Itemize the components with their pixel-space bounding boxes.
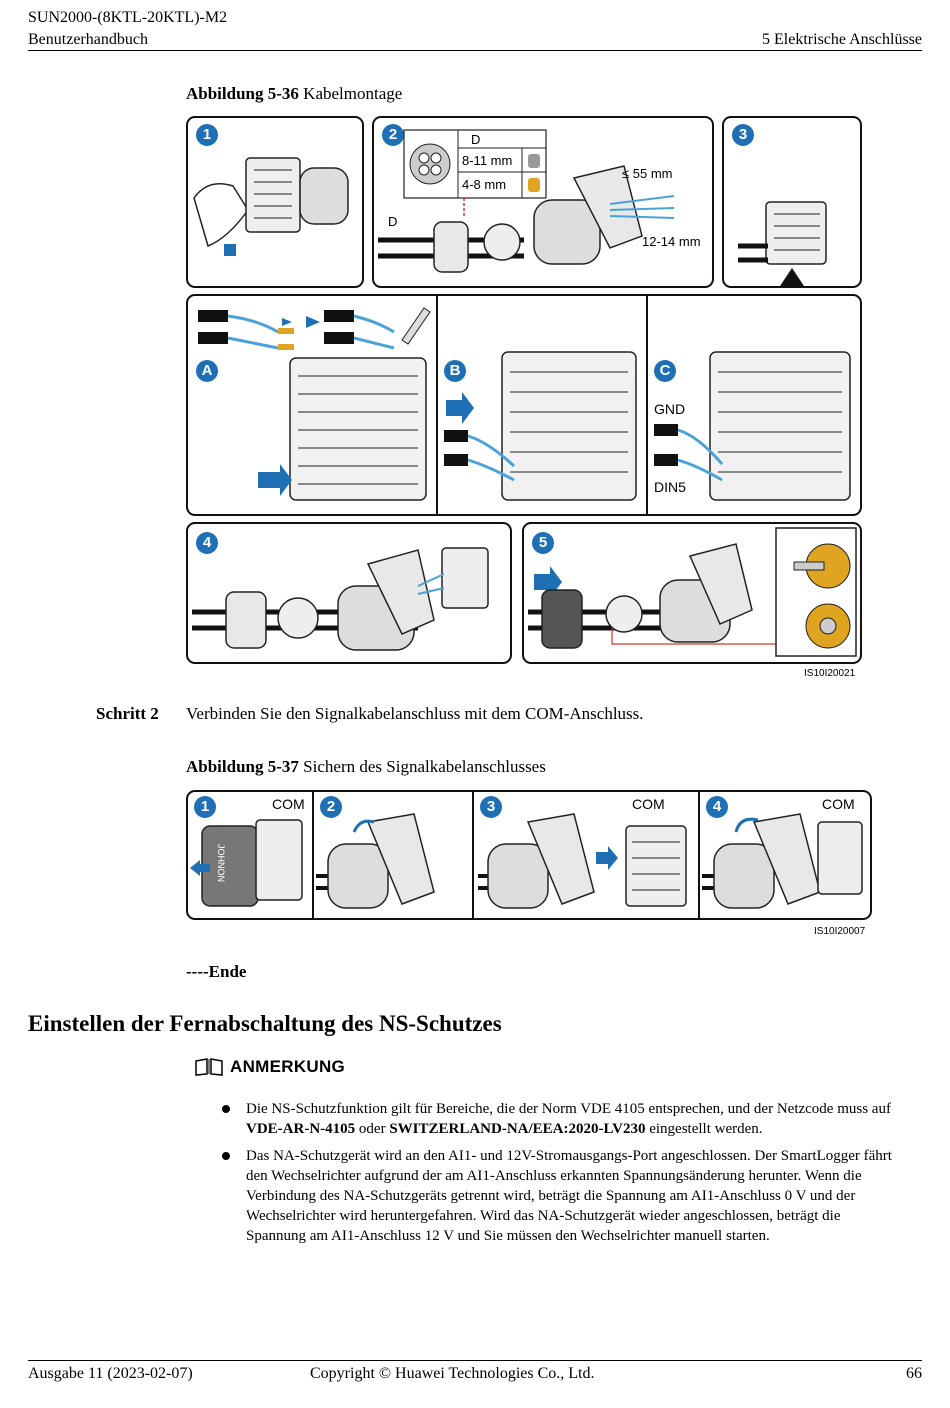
cable-prep-illustration: D 8-11 mm 4-8 mm D ≤ 55 mm 12-14 mm [378,129,701,273]
connector-release-illustration [193,157,349,256]
note-text: eingestellt werden. [645,1121,763,1137]
bullet-dot [222,1105,230,1113]
brand-text: JOHNON [216,844,226,882]
label-d-small: D [388,214,397,229]
panel-divider [472,792,474,918]
note-text: Das NA-Schutzgerät wird an den AI1- und … [246,1148,892,1244]
figure2-panel: 1 2 3 4 COM COM COM JOHNON [186,790,872,920]
page-number: 66 [906,1365,922,1382]
bullet-dot [222,1152,230,1160]
figure2-number: Abbildung 5-37 [186,757,299,776]
label-d-head: D [471,132,480,147]
figure1-panel-2: 2 D 8-11 mm 4-8 mm D ≤ 55 mm 12-14 mm [372,116,714,288]
label-range1: 8-11 mm [462,153,512,168]
figure1-code: IS10I20021 [804,668,856,679]
header-manual: Benutzerhandbuch [28,31,148,48]
figure1-title: Kabelmontage [303,84,403,103]
figure1-panel-1: 1 [186,116,364,288]
wiring-illustration: GND DIN5 [198,307,851,501]
step-badge: 4 [196,532,218,554]
figure1-number: Abbildung 5-36 [186,84,299,103]
label-din: DIN5 [654,479,686,495]
figure1-panel-3: 3 [722,116,862,288]
figure1-caption: Abbildung 5-36 Kabelmontage [186,84,402,104]
panel-divider [312,792,314,918]
footer-rule [28,1360,922,1361]
step-badge: 2 [382,124,404,146]
end-marker: ----Ende [186,962,247,981]
label-gnd: GND [654,401,685,417]
terminal-block-illustration [738,201,827,286]
step-badge: 3 [732,124,754,146]
list-item: Die NS-Schutzfunktion gilt für Bereiche,… [222,1099,902,1139]
header-product: SUN2000-(8KTL-20KTL)-M2 [28,9,228,26]
sealing-illustration [528,527,857,657]
grid-code: SWITZERLAND-NA/EEA:2020-LV230 [389,1121,646,1137]
header-rule [28,50,922,51]
figure1-panel-4: 4 [186,522,512,664]
step-badge: 3 [480,796,502,818]
step2-label: Schritt 2 [96,704,159,723]
label-strip2: 12-14 mm [642,234,701,249]
footer-copyright: Copyright © Huawei Technologies Co., Ltd… [310,1365,595,1382]
panel-divider [646,296,648,514]
figure1-panel-abc: A B C [186,294,862,516]
step-badge: 4 [706,796,728,818]
header-chapter: 5 Elektrische Anschlüsse [762,31,922,48]
footer-edition: Ausgabe 11 (2023-02-07) [28,1365,193,1382]
note-text: oder [355,1121,390,1137]
note-list: Die NS-Schutzfunktion gilt für Bereiche,… [222,1099,902,1253]
section-title: Einstellen der Fernabschaltung des NS-Sc… [28,1011,502,1036]
step-badge: 1 [196,124,218,146]
figure2-code: IS10I20007 [814,926,866,937]
step-badge: 1 [194,796,216,818]
label-range2: 4-8 mm [462,177,506,192]
step-badge: B [444,360,466,382]
com-label: COM [632,796,665,812]
com-label: COM [272,796,305,812]
note-header: ANMERKUNG [194,1057,345,1077]
book-icon [195,1058,223,1076]
figure2-title: Sichern des Signalkabelanschlusses [303,757,546,776]
step-badge: A [196,360,218,382]
grid-code: VDE-AR-N-4105 [246,1121,356,1137]
assembly-illustration [192,547,489,651]
figure2-caption: Abbildung 5-37 Sichern des Signalkabelan… [186,757,546,777]
panel-divider [698,792,700,918]
list-item: Das NA-Schutzgerät wird an den AI1- und … [222,1146,902,1246]
step2-text: Verbinden Sie den Signalkabelanschluss m… [186,704,644,723]
step-badge: C [654,360,676,382]
step-badge: 2 [320,796,342,818]
figure1-panel-5: 5 [522,522,862,664]
step-badge: 5 [532,532,554,554]
securing-illustration: JOHNON [190,813,863,909]
label-strip: ≤ 55 mm [622,166,672,181]
note-text: Die NS-Schutzfunktion gilt für Bereiche,… [246,1101,891,1117]
panel-divider [436,296,438,514]
com-label: COM [822,796,855,812]
note-title: ANMERKUNG [230,1057,346,1076]
